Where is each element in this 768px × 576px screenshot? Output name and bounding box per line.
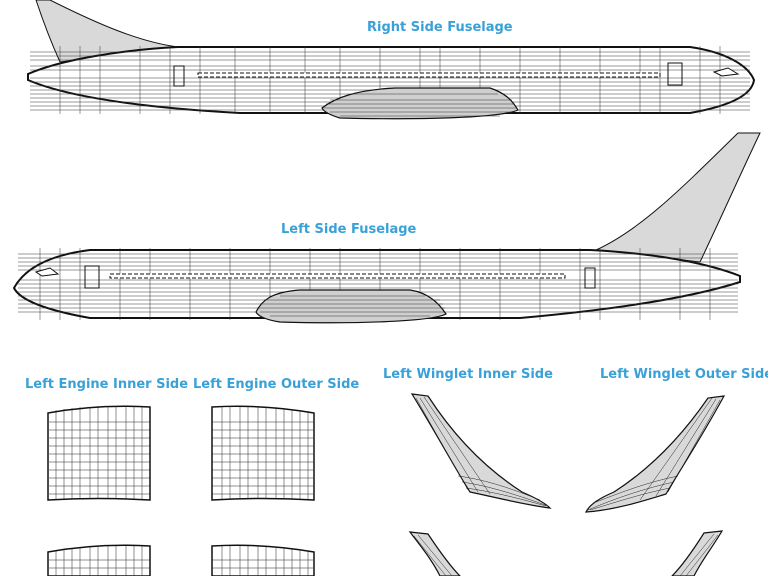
left-rear-door — [584, 267, 596, 289]
left-front-door — [84, 265, 100, 289]
left-side-fuselage-label: Left Side Fuselage — [281, 222, 417, 237]
left-vertical-stabilizer — [594, 132, 761, 263]
right-window-row — [197, 72, 661, 78]
left-winglet-inner-top — [410, 393, 552, 509]
left-fairing-mesh — [257, 295, 445, 317]
right-side-fuselage — [27, 0, 756, 120]
right-side-fuselage-label: Right Side Fuselage — [367, 20, 513, 35]
left-winglet-inner-side-label: Left Winglet Inner Side — [383, 367, 553, 382]
left-wing-fairing — [255, 289, 447, 324]
left-engine-outer-side-label: Left Engine Outer Side — [193, 377, 360, 392]
left-engine-inner-panel-top — [47, 405, 151, 501]
left-engine-inner-panel-bottom — [47, 544, 151, 576]
left-winglet-outer-side-label: Left Winglet Outer Side — [600, 367, 768, 382]
right-rear-door — [173, 65, 185, 87]
left-winglet-outer-bottom — [671, 530, 724, 576]
right-vertical-stabilizer — [35, 0, 179, 63]
left-cockpit-window — [34, 267, 60, 277]
left-engine-outer-panel-bottom — [211, 544, 315, 576]
left-window-row — [109, 273, 566, 279]
left-engine-outer-panel-top — [211, 405, 315, 501]
right-cockpit-window — [712, 67, 740, 77]
right-front-door — [667, 62, 683, 86]
left-engine-inner-side-label: Left Engine Inner Side — [25, 377, 189, 392]
left-winglet-outer-top — [584, 395, 726, 513]
left-winglet-inner-bottom — [408, 531, 461, 576]
left-side-fuselage — [12, 132, 761, 324]
right-wing-fairing — [321, 87, 519, 120]
right-fairing-mesh — [324, 93, 517, 117]
right-fuselage-body — [27, 46, 756, 114]
